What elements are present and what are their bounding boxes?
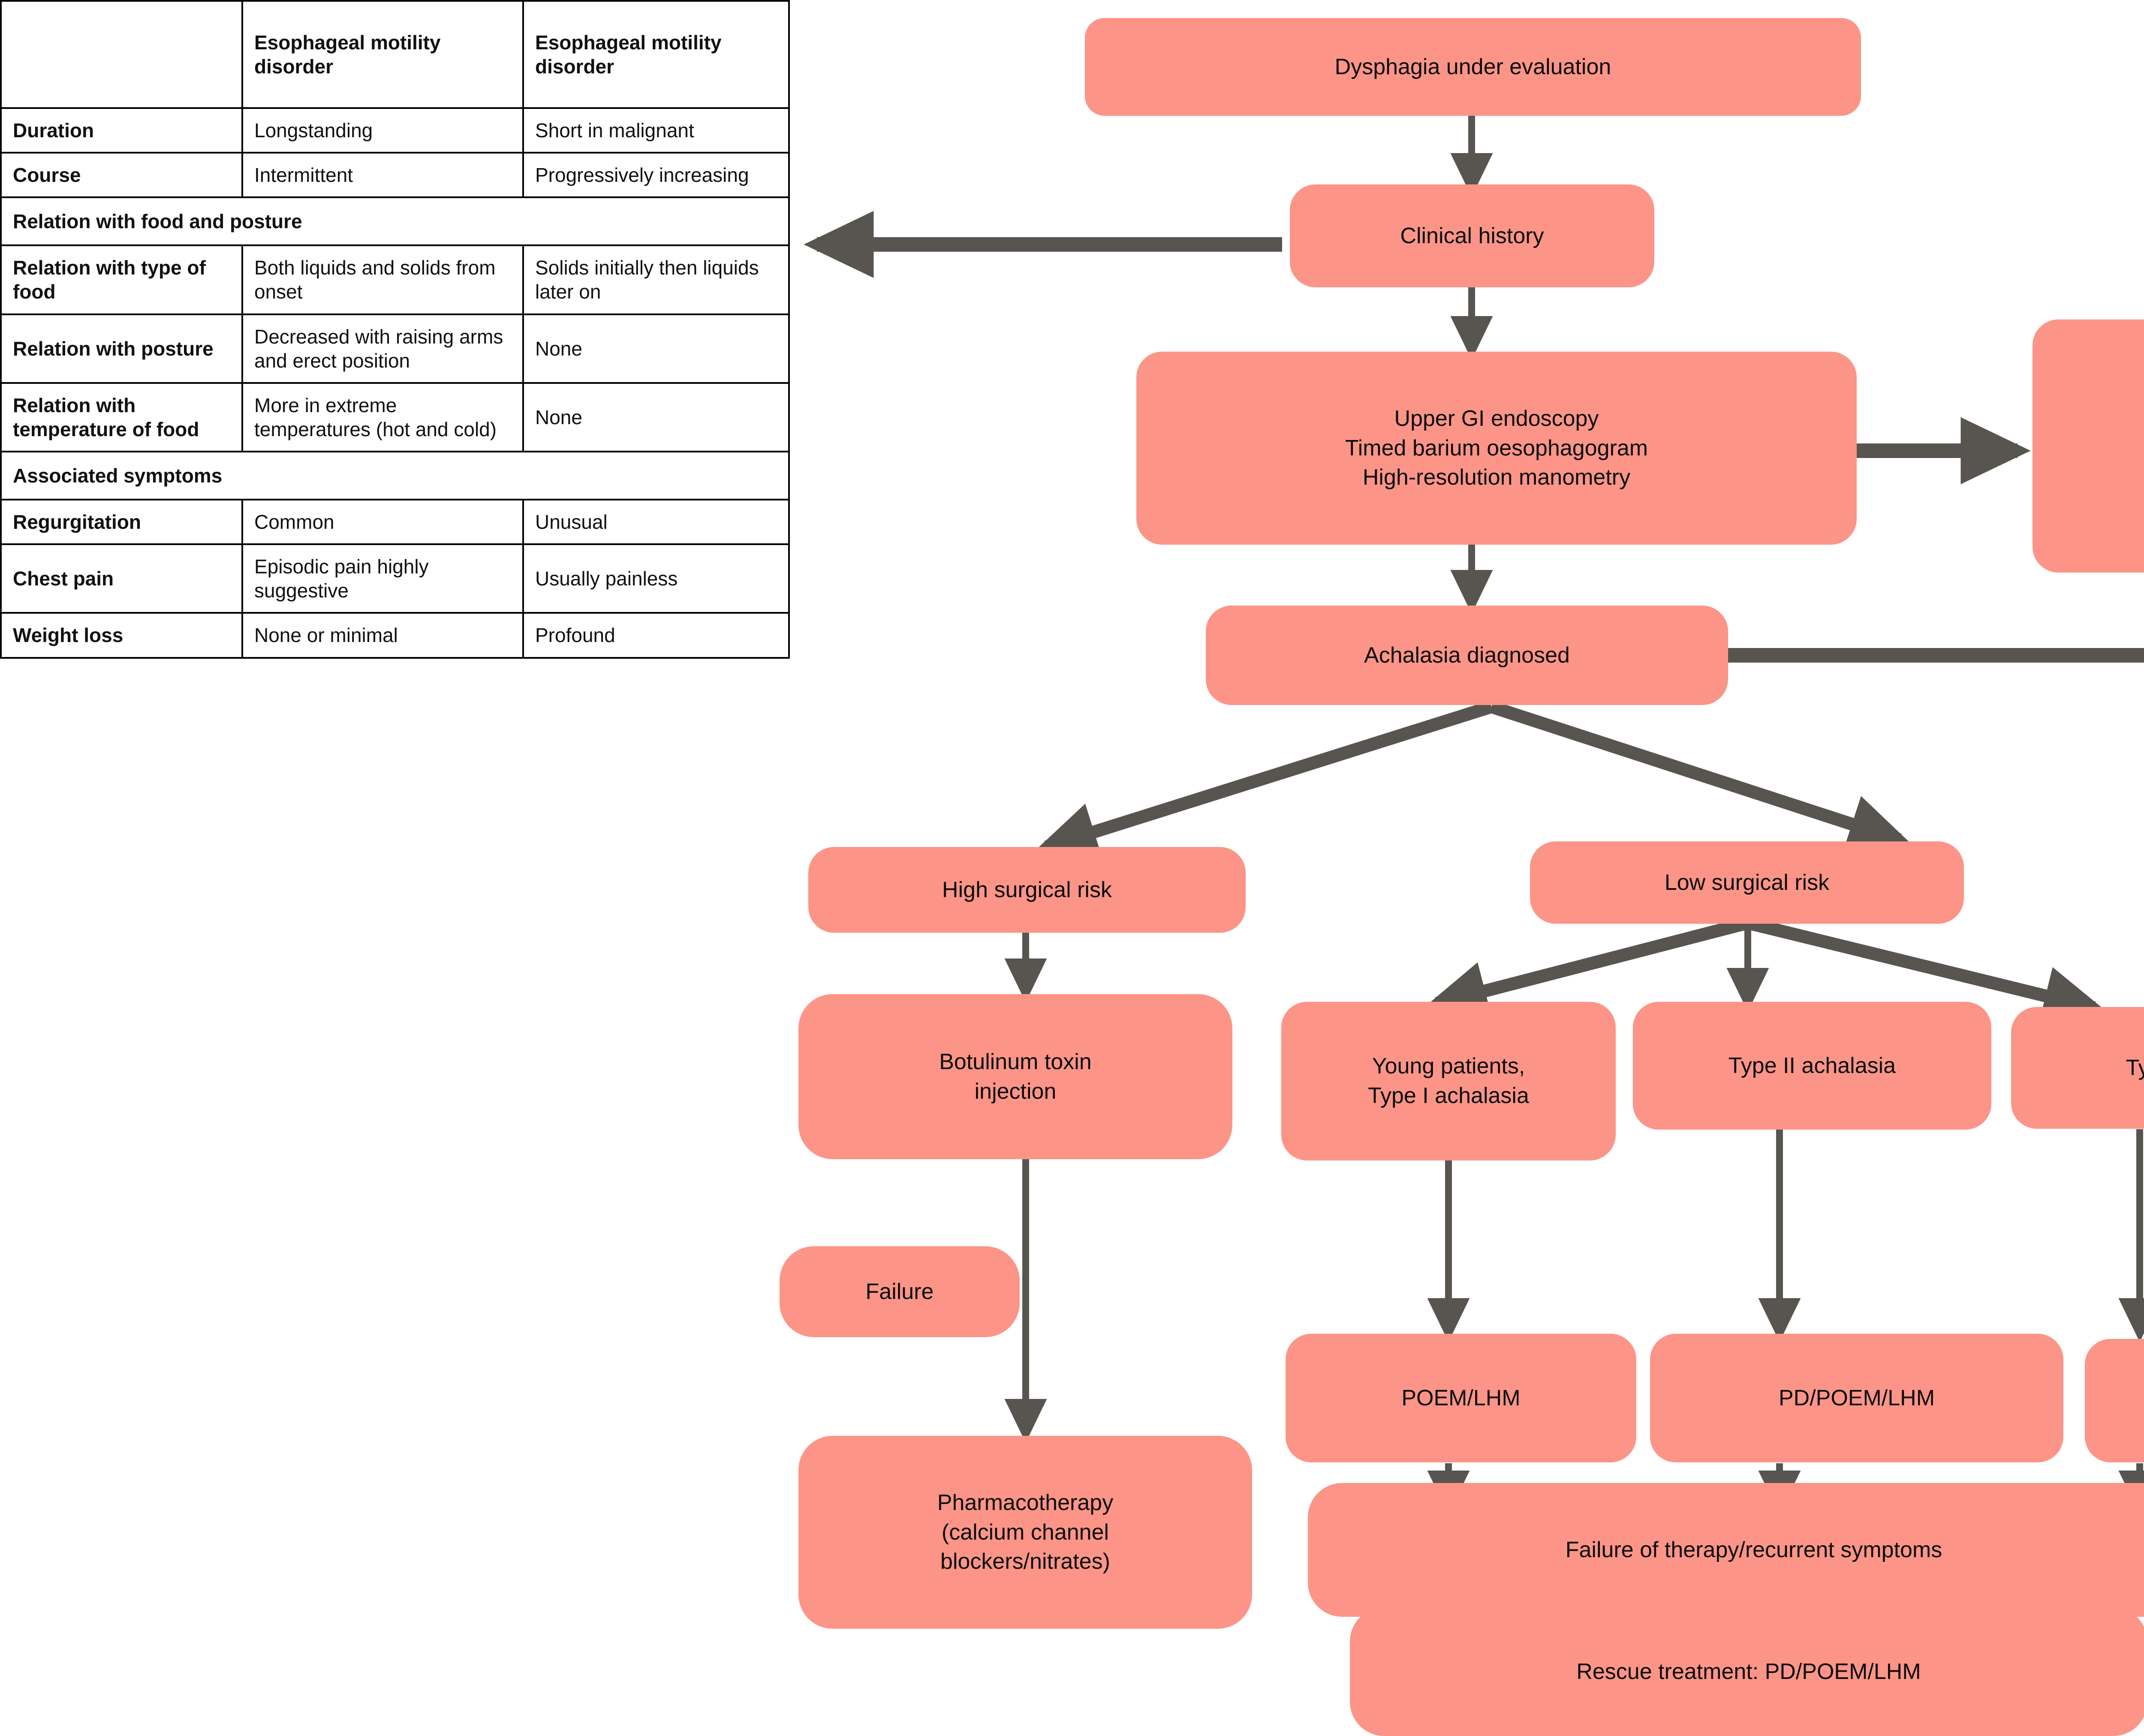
node-type2-achalasia[interactable]: Type II achalasia xyxy=(1633,1002,1991,1130)
node-young-patients-type1[interactable]: Young patients, Type I achalasia xyxy=(1281,1002,1616,1160)
row-label: Relation with posture xyxy=(0,313,243,384)
node-achalasia-diagnosed-left[interactable]: Achalasia diagnosed xyxy=(1206,606,1728,705)
row-label: Chest pain xyxy=(0,543,243,614)
dysphagia-comparison-table: Esophageal motility disorder Esophageal … xyxy=(0,0,790,659)
arrow-low-risk-to-type3 xyxy=(1746,916,2106,1025)
row-value-col2: Intermittent xyxy=(241,152,524,199)
node-botulinum-toxin-injection[interactable]: Botulinum toxin injection xyxy=(798,994,1232,1159)
row-label: Weight loss xyxy=(0,612,243,659)
row-label: Duration xyxy=(0,107,243,154)
row-label: Relation with type of food xyxy=(0,244,243,315)
row-value-col2: Common xyxy=(241,499,524,546)
header-cell-blank xyxy=(0,0,243,109)
node-pd-poem-lhm[interactable]: PD/POEM/LHM xyxy=(1650,1334,2063,1462)
table-section-row: Associated symptoms xyxy=(0,450,790,501)
node-pharmacotherapy[interactable]: Pharmacotherapy (calcium channel blocker… xyxy=(798,1436,1252,1629)
table-row: Relation with type of food Both liquids … xyxy=(0,244,790,315)
row-value-col3: None xyxy=(522,382,790,452)
node-failure-of-therapy[interactable]: Failure of therapy/recurrent symptoms xyxy=(1308,1483,2144,1617)
node-poem-lhm[interactable]: POEM/LHM xyxy=(1286,1334,1636,1462)
row-value-col3: Usually painless xyxy=(522,543,790,614)
table-section-row: Relation with food and posture xyxy=(0,196,790,247)
row-value-col3: Profound xyxy=(522,612,790,659)
row-label: Regurgitation xyxy=(0,499,243,546)
row-value-col2: Longstanding xyxy=(241,107,524,154)
arrow-achalasia-to-high-risk xyxy=(1035,700,1494,860)
table-row: Relation with temperature of food More i… xyxy=(0,382,790,452)
row-value-col3: None xyxy=(522,313,790,384)
row-value-col2: Both liquids and solids from onset xyxy=(241,244,524,315)
node-high-surgical-risk[interactable]: High surgical risk xyxy=(808,847,1246,933)
node-rule-out-differentials[interactable]: Rule out pseudo-achalasia/GERD/mechanica… xyxy=(2033,319,2144,573)
section-label: Associated symptoms xyxy=(0,450,790,501)
table-row: Weight loss None or minimal Profound xyxy=(0,612,790,659)
node-diagnostic-workup[interactable]: Upper GI endoscopy Timed barium oesophag… xyxy=(1136,352,1857,545)
arrow-low-risk-to-type1 xyxy=(1425,916,1750,1020)
table-row: Duration Longstanding Short in malignant xyxy=(0,107,790,154)
row-label: Relation with temperature of food xyxy=(0,382,243,452)
row-value-col2: Episodic pain highly suggestive xyxy=(241,543,524,614)
table-row: Course Intermittent Progressively increa… xyxy=(0,152,790,199)
header-cell-col2: Esophageal motility disorder xyxy=(241,0,524,109)
node-failure[interactable]: Failure xyxy=(780,1246,1020,1337)
table-row: Regurgitation Common Unusual xyxy=(0,499,790,546)
node-poem-long-myotomy[interactable]: POEM (long myotomy) xyxy=(2085,1339,2144,1462)
row-value-col3: Short in malignant xyxy=(522,107,790,154)
node-rescue-treatment[interactable]: Rescue treatment: PD/POEM/LHM xyxy=(1350,1607,2144,1736)
table-row: Relation with posture Decreased with rai… xyxy=(0,313,790,384)
node-low-surgical-risk[interactable]: Low surgical risk xyxy=(1530,841,1964,924)
row-value-col2: Decreased with raising arms and erect po… xyxy=(241,313,524,384)
row-value-col3: Unusual xyxy=(522,499,790,546)
node-type3-achalasia[interactable]: Type III achalasia xyxy=(2011,1007,2144,1129)
arrow-achalasia-to-low-risk xyxy=(1489,700,1911,853)
header-cell-col3: Esophageal motility disorder xyxy=(522,0,790,109)
row-label: Course xyxy=(0,152,243,199)
table-header-row: Esophageal motility disorder Esophageal … xyxy=(0,0,790,109)
node-dysphagia-under-evaluation[interactable]: Dysphagia under evaluation xyxy=(1085,18,1861,116)
node-clinical-history[interactable]: Clinical history xyxy=(1290,184,1654,287)
table-row: Chest pain Episodic pain highly suggesti… xyxy=(0,543,790,614)
row-value-col2: More in extreme temperatures (hot and co… xyxy=(241,382,524,452)
row-value-col2: None or minimal xyxy=(241,612,524,659)
row-value-col3: Progressively increasing xyxy=(522,152,790,199)
row-value-col3: Solids initially then liquids later on xyxy=(522,244,790,315)
section-label: Relation with food and posture xyxy=(0,196,790,247)
